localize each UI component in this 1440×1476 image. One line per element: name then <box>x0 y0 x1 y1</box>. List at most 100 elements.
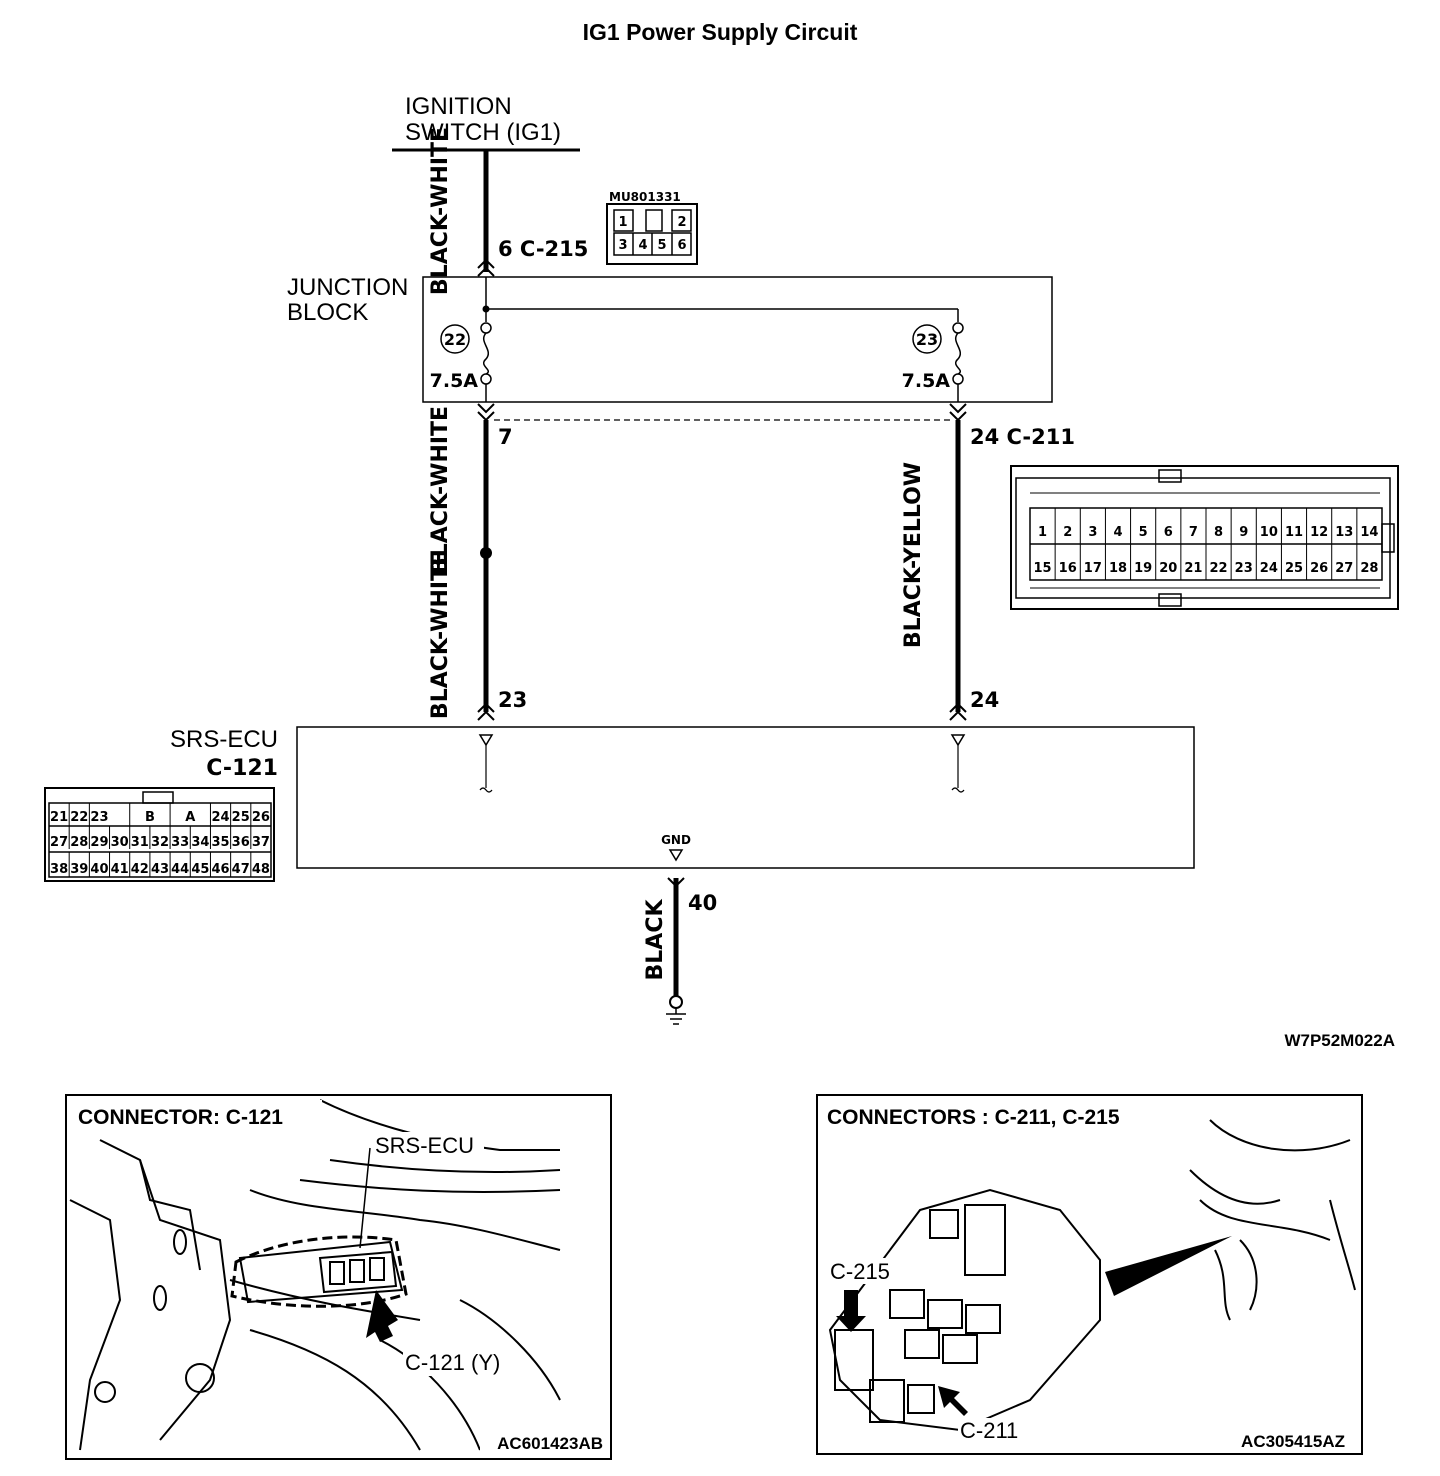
pointer-arrow-c215 <box>836 1290 866 1332</box>
junction-block-label-line1: JUNCTION <box>287 274 408 301</box>
c121-pin: 43 <box>151 862 169 877</box>
c121-pin: 45 <box>191 862 209 877</box>
photo-c211-c215-panel: CONNECTORS : C-211, C-215 C-215 C-211 AC… <box>816 1094 1363 1455</box>
junction-block-box <box>422 276 1053 403</box>
c121-pin: 23 <box>90 810 108 825</box>
connector-c215-face: 1 2 3 4 5 6 <box>606 203 698 265</box>
c211-pin: 9 <box>1239 525 1248 540</box>
c215-pin: 6 <box>677 238 686 253</box>
junction-block-illustration <box>828 1119 1356 1432</box>
gnd-terminal <box>668 849 684 862</box>
c121-pin: 48 <box>252 862 270 877</box>
connector-c211-label: 24 C-211 <box>970 425 1075 449</box>
c121-pin: B <box>145 810 155 825</box>
pin-7-label: 7 <box>498 425 513 449</box>
c211-pin: 12 <box>1310 525 1328 540</box>
c121-pin: 27 <box>50 835 68 850</box>
photo-c121-title: CONNECTOR: C-121 <box>78 1106 283 1129</box>
connector-chevron <box>949 710 967 721</box>
ignition-switch-label-line2: SWITCH (IG1) <box>405 119 561 146</box>
c211-pin: 27 <box>1335 561 1353 576</box>
c121-pin: 41 <box>111 862 129 877</box>
c121-pin: 40 <box>90 862 108 877</box>
photo-c121-panel: CONNECTOR: C-121 SRS-ECU C-121 (Y) AC601… <box>65 1094 612 1460</box>
pin-24-label: 24 <box>970 688 999 712</box>
diagram-code: W7P52M022A <box>1284 1031 1395 1050</box>
fuse-22: 22 7.5A <box>430 322 492 392</box>
c211-pin: 16 <box>1059 561 1077 576</box>
c121-pin: 32 <box>151 835 169 850</box>
callout-c215: C-215 <box>830 1259 890 1284</box>
c211-pin: 7 <box>1189 525 1198 540</box>
c211-pin: 3 <box>1088 525 1097 540</box>
wire-splice-dot <box>480 547 492 559</box>
connector-chevron <box>477 710 495 721</box>
c121-pin: 46 <box>211 862 229 877</box>
connector-chevron <box>949 702 967 713</box>
c121-pin: 30 <box>111 835 129 850</box>
c121-pin: 25 <box>232 810 250 825</box>
c211-pin: 22 <box>1210 561 1228 576</box>
c121-pin: 33 <box>171 835 189 850</box>
connector-chevron <box>477 403 495 414</box>
c121-pin: 35 <box>211 835 229 850</box>
c121-pin: 24 <box>211 810 229 825</box>
srs-ecu-box <box>296 726 1195 869</box>
c121-pin: 42 <box>131 862 149 877</box>
ignition-switch-label-line1: IGNITION <box>405 93 512 120</box>
fuse-rating: 7.5A <box>902 370 951 392</box>
c211-pin: 28 <box>1360 561 1378 576</box>
c121-pin: 47 <box>232 862 250 877</box>
ecu-input-terminal-left <box>478 734 494 793</box>
callout-line <box>359 1147 371 1249</box>
connector-chevron <box>477 702 495 713</box>
c211-pin: 8 <box>1214 525 1223 540</box>
pin-23-label: 23 <box>498 688 527 712</box>
fuse-number: 22 <box>444 330 466 349</box>
c211-pin: 21 <box>1184 561 1202 576</box>
callout-c121-y: C-121 (Y) <box>405 1350 500 1375</box>
srs-ecu-label: SRS-ECU <box>170 726 278 753</box>
c121-pin: 26 <box>252 810 270 825</box>
wire-color-black-white-3: BLACK-WHITE <box>428 551 453 719</box>
c211-pin: 23 <box>1235 561 1253 576</box>
c215-pin: 3 <box>618 238 627 253</box>
photo-c121-code: AC601423AB <box>497 1434 603 1453</box>
c121-pin: 22 <box>70 810 88 825</box>
gnd-label: GND <box>661 833 691 847</box>
wire-color-black-yellow: BLACK-YELLOW <box>901 462 926 648</box>
c211-pin: 14 <box>1360 525 1378 540</box>
c121-pin: 28 <box>70 835 88 850</box>
c121-pin: 29 <box>90 835 108 850</box>
connector-chevron <box>477 258 495 269</box>
part-number-mu801331: MU801331 <box>609 190 681 204</box>
c211-pin: 1 <box>1038 525 1047 540</box>
vehicle-interior-illustration <box>69 1099 561 1451</box>
wire-color-black-white-2: BLACK-WHITE <box>428 406 453 574</box>
pin-40-label: 40 <box>688 891 717 915</box>
c121-pin: 34 <box>191 835 209 850</box>
c211-pin: 26 <box>1310 561 1328 576</box>
c211-pin: 24 <box>1260 561 1278 576</box>
fuse-23: 23 7.5A <box>902 322 964 392</box>
c121-pin: 31 <box>131 835 149 850</box>
pointer-arrow-c211 <box>938 1386 968 1416</box>
c215-pin: 4 <box>638 238 647 253</box>
c211-pin: 13 <box>1335 525 1353 540</box>
c121-pin: 21 <box>50 810 68 825</box>
wire-color-black: BLACK <box>643 899 668 981</box>
callout-c211: C-211 <box>960 1418 1018 1443</box>
c211-pin: 17 <box>1084 561 1102 576</box>
diagram-title: IG1 Power Supply Circuit <box>583 19 858 45</box>
c211-pin: 25 <box>1285 561 1303 576</box>
c211-pin: 6 <box>1164 525 1173 540</box>
c211-pin: 20 <box>1159 561 1177 576</box>
c215-pin: 5 <box>657 238 666 253</box>
c215-pin: 1 <box>618 215 627 230</box>
c211-pin: 10 <box>1260 525 1278 540</box>
c211-pin: 18 <box>1109 561 1127 576</box>
wire-color-black-white-1: BLACK-WHITE <box>428 127 453 295</box>
zoom-wedge <box>1105 1236 1232 1296</box>
pointer-arrow-c121 <box>366 1290 398 1342</box>
